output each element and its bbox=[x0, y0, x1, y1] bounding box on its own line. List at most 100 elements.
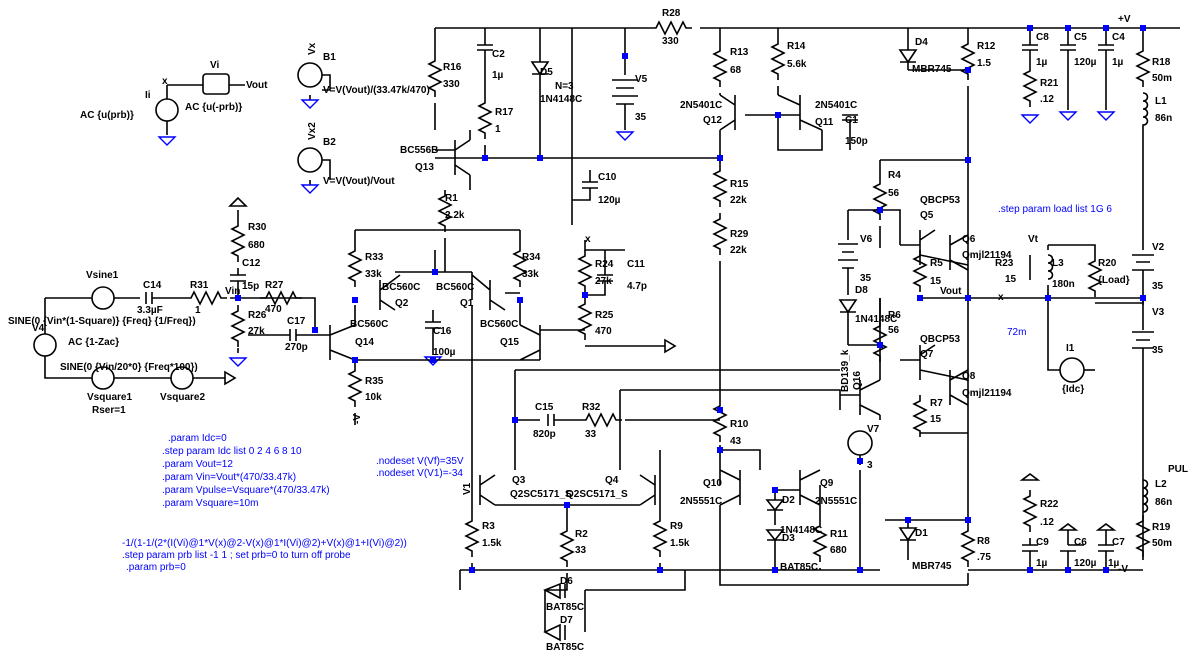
label-R1: R1 bbox=[445, 193, 458, 204]
value-C14: 3.3µF bbox=[137, 305, 163, 316]
label-R15: R15 bbox=[730, 179, 749, 190]
label-C14: C14 bbox=[143, 280, 162, 291]
label-R2: R2 bbox=[575, 529, 588, 540]
net-x-right: x bbox=[998, 292, 1004, 303]
label-C5: C5 bbox=[1074, 32, 1087, 43]
label-R13: R13 bbox=[730, 47, 749, 58]
value-R18: 50m bbox=[1152, 73, 1172, 84]
label-Q4: Q4 bbox=[605, 475, 619, 486]
label-V4: V4 bbox=[32, 323, 45, 334]
directive-nodeset-v1: .nodeset V(V1)=-34 bbox=[376, 468, 463, 479]
label-R14: R14 bbox=[787, 41, 806, 52]
net-vplus: +V bbox=[1118, 14, 1131, 25]
label-L1: L1 bbox=[1155, 96, 1167, 107]
directive-formula: -1/(1-1/(2*(I(Vi)@1*V(x)@2-V(x)@1*I(Vi)@… bbox=[122, 538, 407, 549]
value-R29: 22k bbox=[730, 245, 747, 256]
label-Q12: Q12 bbox=[703, 115, 722, 126]
label-C16: C16 bbox=[433, 326, 452, 337]
value-R4: 56 bbox=[888, 188, 900, 199]
value-R31: 1 bbox=[195, 305, 201, 316]
label-R5: R5 bbox=[930, 258, 943, 269]
value-Q12: 2N5401C bbox=[680, 100, 722, 111]
label-Vsine1: Vsine1 bbox=[86, 270, 119, 281]
value-R11: 680 bbox=[830, 545, 847, 556]
value-R16: 330 bbox=[443, 79, 460, 90]
label-L2: L2 bbox=[1155, 479, 1167, 490]
net-vout: Vout bbox=[940, 286, 962, 297]
label-C7: C7 bbox=[1112, 537, 1125, 548]
value-C8: 1µ bbox=[1036, 57, 1048, 68]
net-v1: V1 bbox=[462, 482, 473, 495]
value-Q15: BC560C bbox=[480, 319, 518, 330]
value-D3: BAT85C bbox=[780, 562, 818, 573]
value-R20: {Load} bbox=[1098, 275, 1130, 286]
label-R32: R32 bbox=[582, 402, 601, 413]
value-C2: 1µ bbox=[492, 70, 504, 81]
label-D3: D3 bbox=[782, 533, 795, 544]
label-R33: R33 bbox=[365, 252, 384, 263]
value-Vsquare1: SINE(0 {Vin/20*0} {Freq*100}) bbox=[60, 362, 198, 373]
label-D6: D6 bbox=[560, 576, 573, 587]
value-C1: 150p bbox=[845, 136, 868, 147]
label-Q2: Q2 bbox=[395, 298, 409, 309]
label-Q14: Q14 bbox=[355, 337, 374, 348]
label-R4: R4 bbox=[888, 170, 901, 181]
net-vminus: -V bbox=[1118, 564, 1128, 575]
value-C12: 15p bbox=[242, 281, 259, 292]
label-Q9: Q9 bbox=[820, 478, 834, 489]
value-R27: 470 bbox=[265, 304, 282, 315]
directive-nodeset-vf: .nodeset V(Vf)=35V bbox=[376, 456, 464, 467]
label-R35: R35 bbox=[365, 376, 384, 387]
label-B2: B2 bbox=[323, 137, 336, 148]
label-Q1: Q1 bbox=[460, 298, 474, 309]
value-R35: 10k bbox=[365, 392, 382, 403]
label-C4: C4 bbox=[1112, 32, 1125, 43]
value-R33: 33k bbox=[365, 269, 382, 280]
directive-step-prb: .step param prb list -1 1 ; set prb=0 to… bbox=[122, 550, 351, 561]
value-R7: 15 bbox=[930, 414, 942, 425]
value-B1: V=V(Vout)/(33.47k/470) bbox=[323, 85, 430, 96]
value-Q4: Q2SC5171_S bbox=[566, 489, 628, 500]
label-D4: D4 bbox=[915, 37, 928, 48]
label-R11: R11 bbox=[830, 529, 848, 540]
label-V6: V6 bbox=[860, 234, 873, 245]
label-R6: R6 bbox=[888, 310, 901, 321]
value-R32: 33 bbox=[585, 429, 597, 440]
value-Ii: AC {u(prb)} bbox=[80, 110, 134, 121]
value-Q1: BC560C bbox=[436, 282, 474, 293]
value-V2: 35 bbox=[1152, 281, 1164, 292]
value-R17: 1 bbox=[495, 124, 501, 135]
value-C10: 120µ bbox=[598, 195, 621, 206]
extra-D5: N=3 bbox=[555, 81, 574, 92]
label-Q10: Q10 bbox=[703, 478, 722, 489]
value-R2: 33 bbox=[575, 545, 587, 556]
label-Q3: Q3 bbox=[512, 475, 526, 486]
net-vin: Vin bbox=[225, 286, 240, 297]
directive-param-vout: .param Vout=12 bbox=[162, 459, 233, 470]
label-C1: C1 bbox=[845, 115, 858, 126]
value-Vi: AC {u(-prb)} bbox=[185, 102, 242, 113]
value-C11: 4.7p bbox=[627, 281, 647, 292]
label-R3: R3 bbox=[482, 521, 495, 532]
label-D7: D7 bbox=[560, 615, 573, 626]
value-V6: 35 bbox=[860, 273, 872, 284]
label-D5: D5 bbox=[540, 67, 553, 78]
value-Q6: Qmjl21194 bbox=[962, 250, 1012, 261]
value-Q14: BC560C bbox=[350, 319, 388, 330]
label-Q7: Q7 bbox=[920, 349, 934, 360]
value-C5: 120µ bbox=[1074, 57, 1097, 68]
value-R19: 50m bbox=[1152, 538, 1172, 549]
label-Ii: Ii bbox=[145, 90, 151, 101]
label-D2: D2 bbox=[782, 495, 795, 506]
directive-param-vpulse: .param Vpulse=Vsquare*(470/33.47k) bbox=[162, 485, 330, 496]
label-C8: C8 bbox=[1036, 32, 1049, 43]
label-R34: R34 bbox=[522, 252, 541, 263]
value-C15: 820p bbox=[533, 429, 556, 440]
label-L3: L3 bbox=[1052, 258, 1064, 269]
label-C17: C17 bbox=[287, 316, 306, 327]
value-D8: 1N4148C bbox=[855, 314, 897, 325]
label-R30: R30 bbox=[248, 222, 267, 233]
label-R9: R9 bbox=[670, 521, 683, 532]
net-vout-top: Vout bbox=[246, 80, 268, 91]
value-V7: 3 bbox=[867, 460, 873, 471]
